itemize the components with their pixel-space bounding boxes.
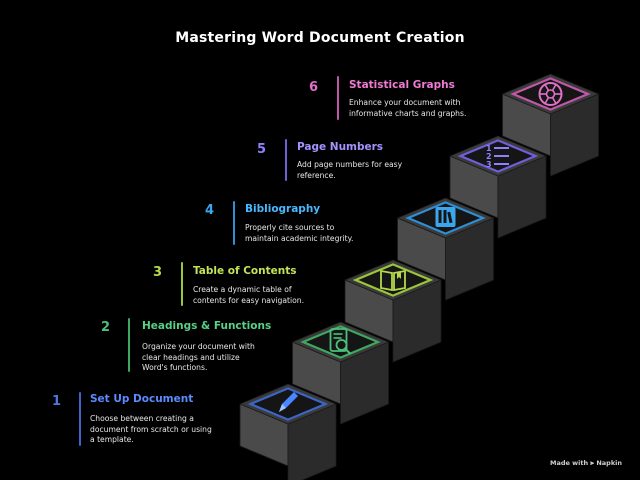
step-number: 5 xyxy=(257,142,267,157)
pie-chart-icon xyxy=(538,82,563,106)
step-title: Bibliography xyxy=(245,203,321,215)
step-divider xyxy=(181,262,183,306)
stair-tread-highlight xyxy=(510,77,591,111)
step-number: 2 xyxy=(101,320,111,335)
pencil-icon xyxy=(279,392,298,412)
svg-text:1: 1 xyxy=(486,144,492,153)
step-divider xyxy=(233,201,235,245)
stair-step-2 xyxy=(291,321,390,425)
step-description: Create a dynamic table of contents for e… xyxy=(193,285,304,305)
step-title: Headings & Functions xyxy=(142,320,272,332)
step-number: 1 xyxy=(52,394,62,409)
step-description: Organize your document with clear headin… xyxy=(142,342,255,372)
book-icon xyxy=(380,269,406,292)
page-title: Mastering Word Document Creation xyxy=(175,30,465,46)
step-number: 6 xyxy=(309,80,319,95)
step-description: Choose between creating a document from … xyxy=(90,414,212,444)
numbered-list-icon: 123 xyxy=(486,144,509,169)
step-title: Table of Contents xyxy=(193,265,297,277)
stair-tread-highlight xyxy=(352,263,434,297)
stair-step-4 xyxy=(396,197,495,301)
step-description: Enhance your document with informative c… xyxy=(349,98,467,118)
svg-text:2: 2 xyxy=(486,152,492,161)
step-number: 3 xyxy=(153,265,163,280)
step-divider xyxy=(128,318,130,372)
stair-step-3 xyxy=(343,259,443,363)
step-description: Add page numbers for easy reference. xyxy=(297,160,403,180)
step-divider xyxy=(79,392,81,446)
step-divider xyxy=(285,139,287,181)
footer-credit: Made with ⫸ Napkin xyxy=(550,459,622,467)
library-books-icon xyxy=(435,207,456,227)
step-title: Statistical Graphs xyxy=(349,79,455,91)
step-title: Set Up Document xyxy=(90,393,194,405)
step-number: 4 xyxy=(205,203,215,218)
step-title: Page Numbers xyxy=(297,141,384,153)
step-divider xyxy=(337,76,339,120)
stair-step-6 xyxy=(501,73,600,177)
stair-step-5 xyxy=(448,135,548,239)
svg-text:3: 3 xyxy=(486,160,492,169)
step-description: Properly cite sources to maintain academ… xyxy=(245,223,354,243)
document-search-icon xyxy=(329,328,352,355)
